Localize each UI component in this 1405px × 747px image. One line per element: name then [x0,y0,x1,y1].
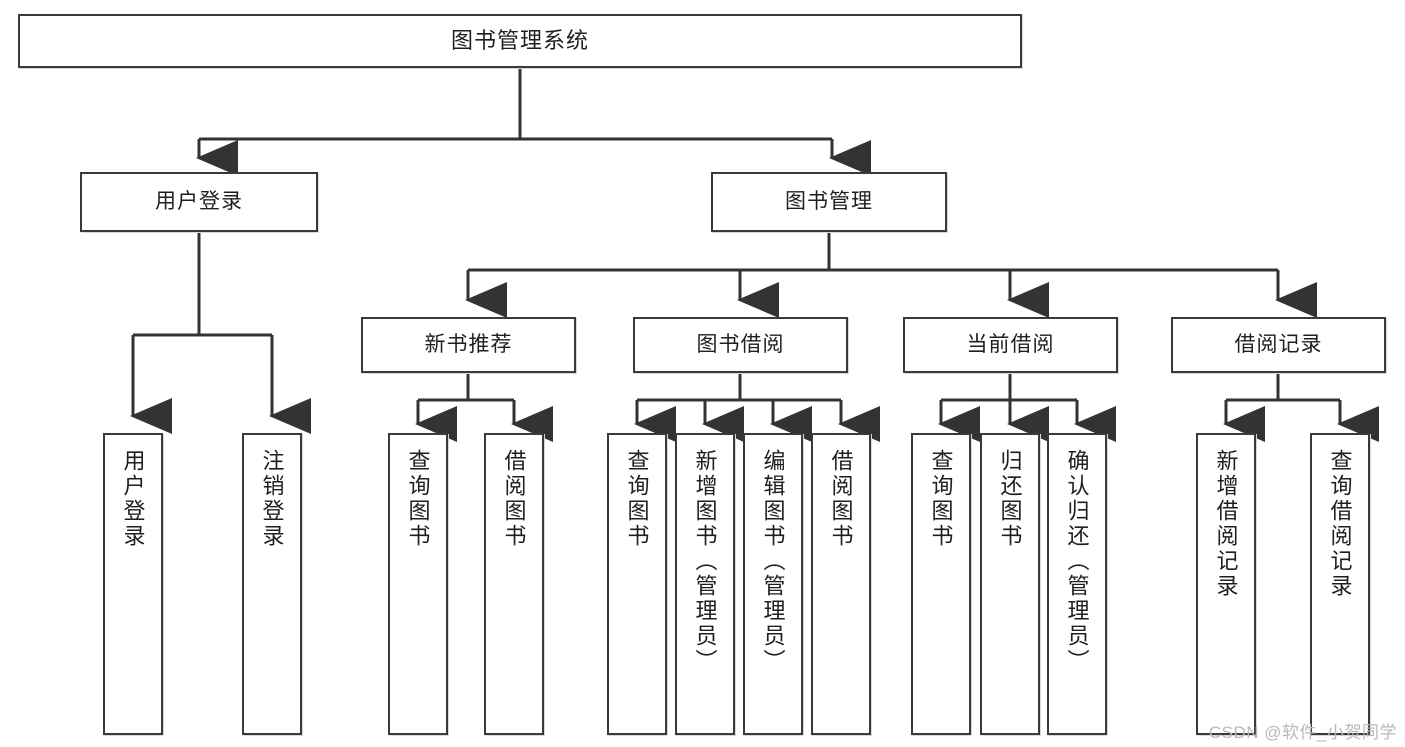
node-current-borrow[interactable]: 当前借阅 [903,317,1118,373]
leaf-add-record[interactable]: 新增借阅记录 [1196,433,1256,735]
node-label: 查询图书 [928,449,954,549]
csdn-watermark: CSDN @软件_小贺同学 [1208,723,1397,742]
node-label: 借阅记录 [1234,332,1323,356]
node-label: 归还图书 [997,449,1023,549]
leaf-edit-book[interactable]: 编辑图书（管理员） [743,433,803,735]
node-label: 用户登录 [155,189,243,213]
node-label: 图书管理系统 [450,28,589,54]
node-label: 图书借阅 [696,332,785,356]
node-label: 编辑图书（管理员） [760,449,786,674]
leaf-query-book-3[interactable]: 查询图书 [911,433,971,735]
node-label: 借阅图书 [501,449,527,549]
node-book-borrow[interactable]: 图书借阅 [633,317,848,373]
node-label: 新书推荐 [424,332,513,356]
leaf-confirm-return[interactable]: 确认归还（管理员） [1047,433,1107,735]
node-label: 新增借阅记录 [1213,449,1239,599]
leaf-add-book[interactable]: 新增图书（管理员） [675,433,735,735]
leaf-borrow-book-1[interactable]: 借阅图书 [484,433,544,735]
node-label: 确认归还（管理员） [1064,449,1090,674]
node-label: 新增图书（管理员） [692,449,718,674]
node-label: 查询借阅记录 [1327,449,1353,599]
node-user-login[interactable]: 用户登录 [80,172,318,232]
leaf-query-book-2[interactable]: 查询图书 [607,433,667,735]
node-label: 用户登录 [120,449,146,549]
node-label: 借阅图书 [828,449,854,549]
node-label: 查询图书 [405,449,431,549]
node-root-system[interactable]: 图书管理系统 [18,14,1022,68]
node-label: 当前借阅 [966,332,1055,356]
node-label: 查询图书 [624,449,650,549]
leaf-logout-login[interactable]: 注销登录 [242,433,302,735]
node-new-book-recommend[interactable]: 新书推荐 [361,317,576,373]
leaf-return-book[interactable]: 归还图书 [980,433,1040,735]
node-label: 图书管理 [785,189,873,213]
node-borrow-record[interactable]: 借阅记录 [1171,317,1386,373]
node-book-manage[interactable]: 图书管理 [711,172,947,232]
node-label: 注销登录 [259,449,285,549]
leaf-borrow-book-2[interactable]: 借阅图书 [811,433,871,735]
leaf-user-login[interactable]: 用户登录 [103,433,163,735]
leaf-query-book-1[interactable]: 查询图书 [388,433,448,735]
leaf-query-record[interactable]: 查询借阅记录 [1310,433,1370,735]
